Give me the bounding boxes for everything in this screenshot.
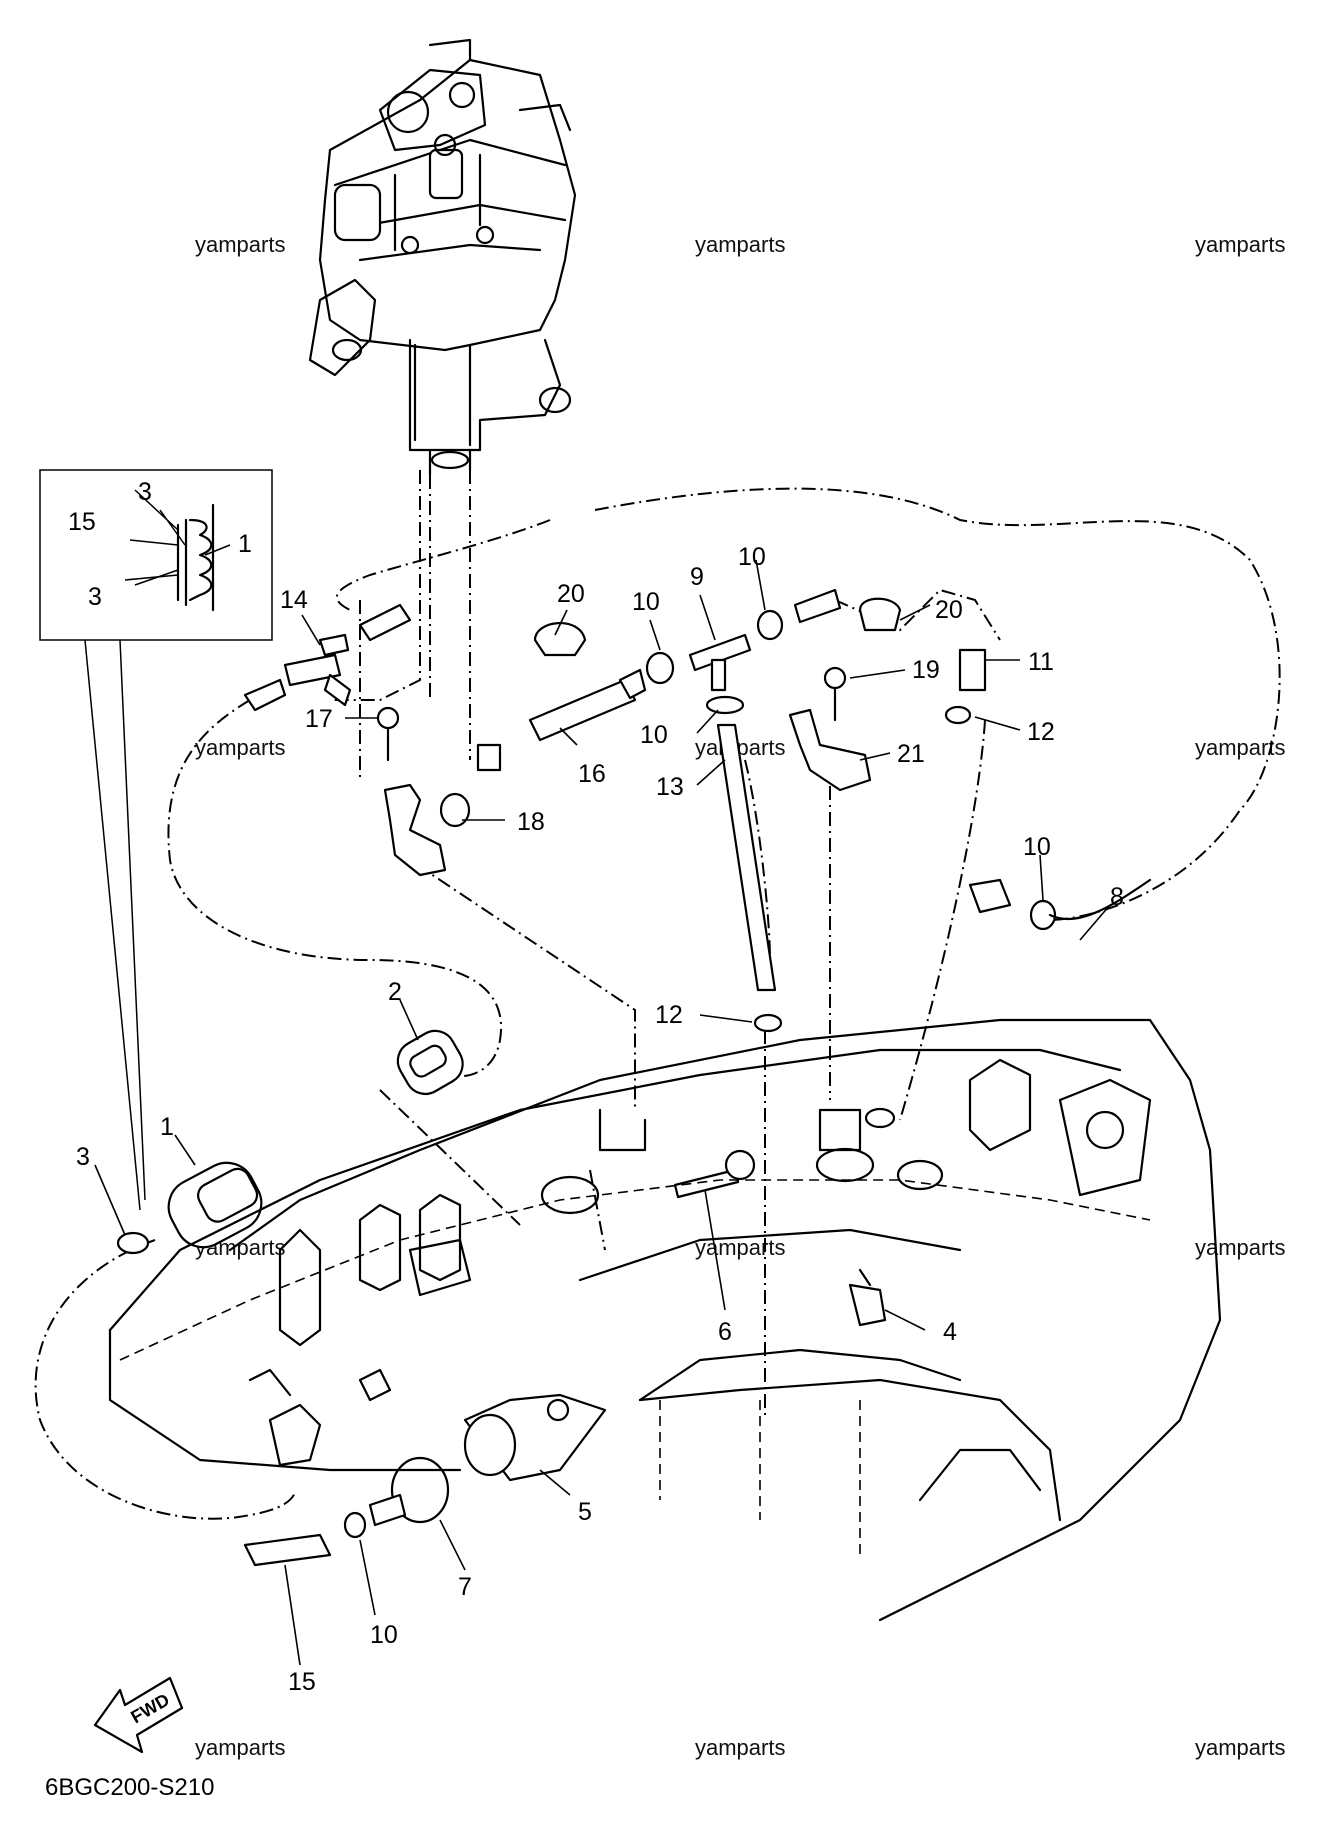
callout-9: 9	[690, 563, 704, 591]
callout-12: 12	[655, 1001, 683, 1029]
callout-1: 1	[238, 530, 252, 558]
callout-20: 20	[935, 596, 963, 624]
callout-10: 10	[738, 543, 766, 571]
callout-3: 3	[76, 1143, 90, 1171]
callout-3: 3	[138, 478, 152, 506]
watermark: yamparts	[1195, 1235, 1285, 1260]
callout-12: 12	[1027, 718, 1055, 746]
callout-17: 17	[305, 705, 333, 733]
watermark: yamparts	[195, 232, 285, 257]
vapor-separator-assembly	[308, 38, 577, 772]
fuel-hoses	[34, 487, 1281, 1520]
callout-18: 18	[517, 808, 545, 836]
callout-13: 13	[656, 773, 684, 801]
watermark: yamparts	[695, 232, 785, 257]
callout-10: 10	[632, 588, 660, 616]
callouts: 3 15 1 3 14 20 10 9 10 20 11 19 17 10 12…	[68, 478, 1124, 1696]
callout-5: 5	[578, 1498, 592, 1526]
callout-6: 6	[718, 1318, 732, 1346]
callout-15: 15	[288, 1668, 316, 1696]
callout-15: 15	[68, 508, 96, 536]
callout-14: 14	[280, 586, 308, 614]
callout-4: 4	[943, 1318, 957, 1346]
watermark: yamparts	[695, 1735, 785, 1760]
watermark: yamparts	[195, 735, 285, 760]
leader-lines	[94, 559, 1111, 1666]
callout-21: 21	[897, 740, 925, 768]
watermark: yamparts	[1195, 232, 1285, 257]
callout-3: 3	[88, 583, 102, 611]
watermark: yamparts	[1195, 1735, 1285, 1760]
diagram-code: 6BGC200-S210	[45, 1774, 214, 1801]
callout-19: 19	[912, 656, 940, 684]
callout-10: 10	[1023, 833, 1051, 861]
callout-11: 11	[1028, 648, 1054, 676]
callout-16: 16	[578, 760, 606, 788]
watermark: yamparts	[195, 1735, 285, 1760]
callout-10: 10	[370, 1621, 398, 1649]
fwd-arrow: FWD	[93, 1676, 184, 1754]
bottom-cowling	[108, 1018, 1222, 1622]
inset-detail	[39, 469, 273, 1211]
callout-20: 20	[557, 580, 585, 608]
callout-1: 1	[160, 1113, 174, 1141]
callout-8: 8	[1110, 883, 1124, 911]
callout-10: 10	[640, 721, 668, 749]
callout-7: 7	[458, 1573, 472, 1601]
callout-2: 2	[388, 978, 402, 1006]
small-parts	[116, 588, 1152, 1567]
